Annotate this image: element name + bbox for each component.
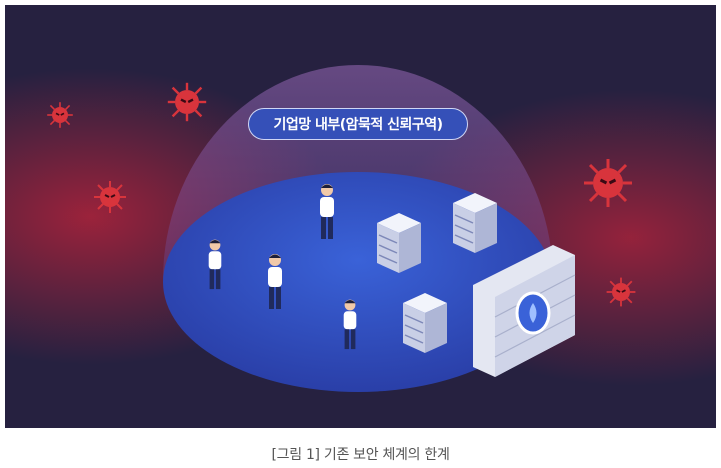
- figure-caption: [그림 1] 기존 보안 체계의 한계: [271, 447, 450, 463]
- security-illustration: [5, 5, 716, 428]
- firewall-icon: [473, 245, 576, 377]
- trust-zone-label: 기업망 내부(암묵적 신뢰구역): [248, 108, 468, 140]
